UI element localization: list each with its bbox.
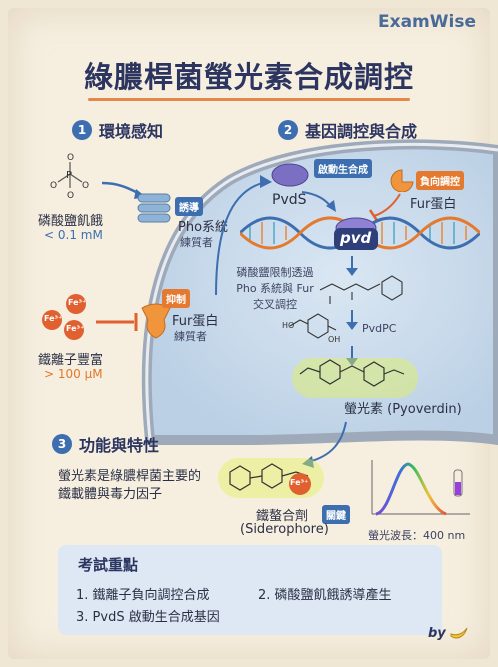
fur-role-label: 練質者 (174, 330, 207, 343)
arrow-product-to-siderophore (302, 421, 347, 468)
siderophore-key-tag: 關鍵 (322, 505, 350, 524)
siderophore-fe-label: Fe³⁺ (290, 478, 309, 487)
svg-text:O: O (82, 181, 89, 191)
phosphate-concentration: < 0.1 mM (44, 228, 103, 242)
crosstalk-line-2: Pho 系統與 Fur (236, 282, 314, 295)
pvds-activate-tag: 啟動生合成 (314, 159, 372, 178)
pho-receptor-icon (137, 193, 171, 223)
banana-icon (450, 627, 468, 639)
pho-induce-tag: 誘導 (175, 197, 203, 216)
arrow-pho-to-pvds (215, 175, 272, 296)
arrow-pvds-to-gene (301, 191, 336, 212)
pvd-gene-icon (334, 217, 378, 250)
pvds-protein-icon (271, 163, 309, 187)
fluorescence-spectrum-chart (371, 460, 470, 516)
fe-ion-1-label: Fe³⁺ (68, 298, 87, 307)
title-underline (88, 98, 410, 101)
phosphate-molecule-icon: P O O O O (50, 153, 89, 201)
fur-gene-label: Fur蛋白 (410, 197, 457, 212)
exam-item-3: 3. PvdS 啟動生合成基因 (76, 610, 220, 625)
iron-label: 鐵離子豐富 (38, 353, 104, 368)
section-2-heading: 2 基因調控與合成 (278, 118, 417, 142)
section-2-title: 基因調控與合成 (305, 122, 418, 141)
section-1-title: 環境感知 (99, 122, 164, 141)
exam-item-1: 1. 鐵離子負向調控合成 (76, 588, 210, 603)
crosstalk-line-3: 交叉調控 (253, 298, 297, 311)
intermediate-label: PvdPC (362, 322, 397, 335)
pho-role-label: 練質者 (180, 236, 213, 249)
svg-text:P: P (66, 170, 72, 181)
function-line-2: 鐵載體與毒力因子 (58, 487, 163, 502)
pho-system-label: Pho系統 (178, 220, 229, 235)
fur-protein-icon (390, 169, 414, 192)
svg-text:OH: OH (328, 335, 340, 344)
svg-text:O: O (50, 181, 57, 191)
arrow-iron-inhibits-fur (96, 313, 138, 331)
exam-item-2: 2. 磷酸鹽飢餓誘導產生 (258, 588, 392, 603)
svg-text:O: O (67, 153, 74, 163)
section-2-number: 2 (278, 120, 298, 140)
crosstalk-line-1: 磷酸鹽限制透過 (236, 266, 314, 279)
negative-regulation-tag: 負向調控 (416, 171, 464, 190)
fe-ion-2-label: Fe³⁺ (44, 314, 63, 323)
function-line-1: 螢光素是綠膿桿菌主要的 (58, 469, 202, 484)
fe-ion-3-label: Fe³⁺ (66, 324, 85, 333)
svg-text:HO: HO (282, 321, 294, 330)
pyoverdin-molecule-icon (292, 358, 418, 398)
pvds-label: PvdS (272, 192, 307, 208)
intermediate-molecule-icon: HO OH (282, 313, 340, 344)
siderophore-english-label: (Siderophore) (240, 522, 329, 537)
page-title: 綠膿桿菌螢光素合成調控 (83, 60, 414, 94)
section-3-number: 3 (52, 434, 72, 454)
brand-logo: ExamWise (378, 12, 476, 32)
section-3-title: 功能與特性 (79, 436, 160, 455)
section-3-heading: 3 功能與特性 (52, 432, 159, 456)
section-1-number: 1 (72, 120, 92, 140)
exam-points-box (58, 545, 442, 635)
iron-concentration: > 100 μM (44, 367, 103, 381)
siderophore-chinese-label: 鐵螯合劑 (256, 509, 309, 524)
product-label: 螢光素 (Pyoverdin) (344, 402, 462, 417)
fur-protein-membrane-icon (141, 303, 171, 339)
iron-ions-icon (42, 294, 86, 340)
fur-inhibit-tag: 抑制 (162, 289, 190, 308)
fur-protein-label: Fur蛋白 (172, 314, 219, 329)
spectrum-label: 螢光波長：400 nm (368, 529, 466, 542)
crosstalk-text: 磷酸鹽限制透過 Pho 系統與 Fur 交叉調控 (230, 264, 320, 312)
siderophore-molecule-icon (218, 458, 324, 498)
svg-text:O: O (67, 191, 74, 201)
biosynthesis-pathway (319, 256, 403, 366)
phosphate-label: 磷酸鹽飢餓 (38, 214, 104, 229)
exam-title: 考試重點 (78, 556, 139, 574)
pvd-gene-label: pvd (340, 229, 372, 247)
function-description: 螢光素是綠膿桿菌主要的 鐵載體與毒力因子 (58, 468, 201, 504)
section-1-heading: 1 環境感知 (72, 118, 163, 142)
signature-by: by (428, 626, 446, 641)
